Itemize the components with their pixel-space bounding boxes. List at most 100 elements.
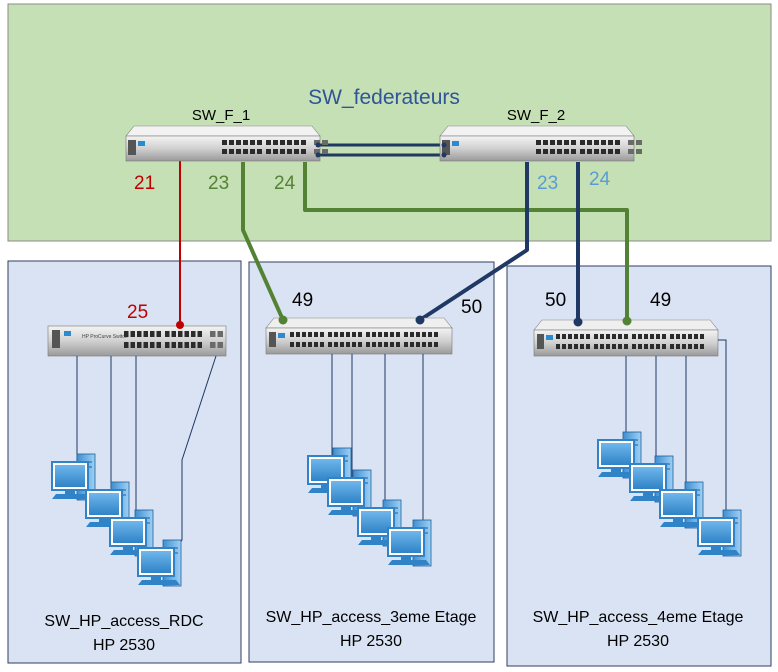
access-3eme-name: SW_HP_access_3eme Etage: [266, 609, 477, 626]
sfp-port: [322, 149, 328, 154]
switch-port: [586, 344, 590, 349]
switch-port: [229, 149, 234, 154]
port-dot-rdc: [176, 321, 184, 329]
link-24-to-4eme: [303, 162, 629, 320]
switch-port: [308, 332, 312, 337]
switch-port: [600, 344, 604, 349]
switch-port: [670, 344, 674, 349]
switch-port: [682, 334, 686, 339]
switch-port: [638, 334, 642, 339]
switch-port: [650, 344, 654, 349]
switch-port: [428, 332, 432, 337]
switch-port: [638, 344, 642, 349]
switch-port: [550, 140, 555, 145]
switch-port: [580, 149, 585, 154]
switch-port: [243, 149, 248, 154]
switch-port: [676, 344, 680, 349]
port-label-sw2-23: 23: [537, 173, 558, 194]
switch-port: [346, 342, 350, 347]
switch-port: [564, 140, 569, 145]
switch-port: [137, 342, 142, 348]
switch-port: [410, 332, 414, 337]
switch-port: [594, 149, 599, 154]
access-switch-rdc[interactable]: HP ProCurve Switch: [47, 325, 227, 357]
switch-port: [396, 332, 400, 337]
switch-port: [273, 140, 278, 145]
switch-port: [580, 140, 585, 145]
switch-port: [197, 331, 202, 337]
switch-port: [287, 140, 292, 145]
switch-port: [178, 331, 183, 337]
switch-port: [266, 149, 271, 154]
switch-port: [320, 332, 324, 337]
switch-port: [150, 331, 155, 337]
switch-port: [574, 334, 578, 339]
switch-port: [606, 344, 610, 349]
switch-port: [587, 140, 592, 145]
switch-port: [536, 149, 541, 154]
switch-port: [694, 334, 698, 339]
switch-port: [587, 149, 592, 154]
sfp-port: [314, 140, 320, 145]
switch-port: [243, 140, 248, 145]
switch-port: [606, 334, 610, 339]
switch-port: [568, 344, 572, 349]
switch-port: [682, 344, 686, 349]
drop-cables: [76, 339, 727, 561]
switch-port: [287, 149, 292, 154]
switch-port: [557, 140, 562, 145]
switch-port: [608, 149, 613, 154]
switch-port: [301, 149, 306, 154]
sfp-port: [628, 140, 634, 145]
switch-port: [571, 149, 576, 154]
switch-port: [130, 331, 135, 337]
switch-port: [422, 342, 426, 347]
access-3eme-model: HP 2530: [340, 633, 402, 650]
switch-port: [236, 140, 241, 145]
core-switch-2[interactable]: [439, 125, 642, 162]
access-zone-rdc: [7, 260, 242, 664]
access-switch-4eme[interactable]: [533, 319, 719, 357]
switch-port: [434, 332, 438, 337]
port-label-3eme-49: 49: [292, 290, 313, 311]
core-dot-a: [315, 142, 321, 148]
switch-port: [624, 334, 628, 339]
switch-port: [340, 332, 344, 337]
switch-port: [615, 149, 620, 154]
switch-port: [137, 331, 142, 337]
switch-port: [632, 334, 636, 339]
switch-port: [340, 342, 344, 347]
switch-port: [688, 344, 692, 349]
switch-port: [422, 332, 426, 337]
switch-port: [594, 140, 599, 145]
access-rdc-model: HP 2530: [93, 637, 155, 654]
switch-port: [624, 344, 628, 349]
switch-port: [656, 334, 660, 339]
core-switch-1[interactable]: [125, 125, 328, 162]
switch-port: [171, 331, 176, 337]
access-switch-3eme[interactable]: [265, 317, 453, 355]
switch-port: [302, 342, 306, 347]
switch-port: [390, 342, 394, 347]
switch-port: [328, 342, 332, 347]
switch-port: [700, 334, 704, 339]
switch-port: [601, 140, 606, 145]
switch-port: [676, 334, 680, 339]
switch-port: [294, 149, 299, 154]
switch-port: [428, 342, 432, 347]
switch-port: [557, 149, 562, 154]
switch-port: [586, 334, 590, 339]
switch-port: [390, 332, 394, 337]
sfp-port: [217, 342, 223, 348]
switch-port: [314, 332, 318, 337]
switch-port: [410, 342, 414, 347]
switch-port: [536, 140, 541, 145]
port-label-24: 24: [274, 173, 296, 194]
switch-port: [378, 342, 382, 347]
switch-port: [556, 334, 560, 339]
switch-port: [352, 342, 356, 347]
core-switch-2-name: SW_F_2: [507, 107, 565, 124]
switch-port: [328, 332, 332, 337]
switch-port: [184, 342, 189, 348]
